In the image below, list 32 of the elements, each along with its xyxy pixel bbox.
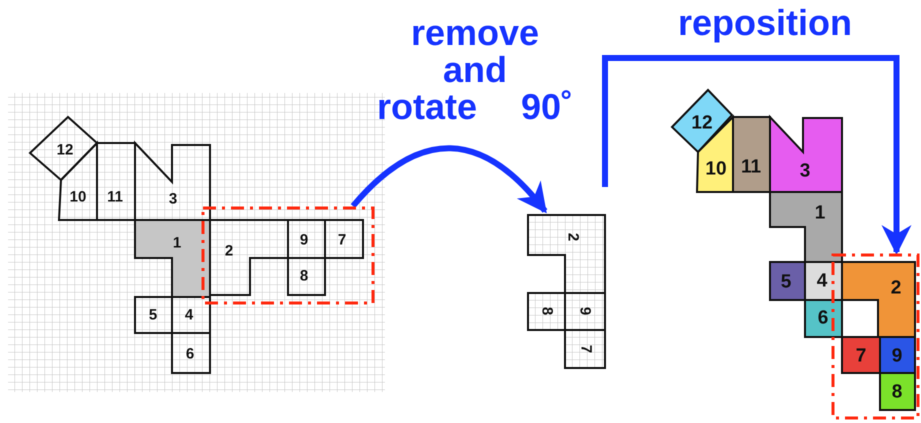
- piece-number: 12: [691, 114, 713, 132]
- piece-number: 5: [148, 308, 158, 322]
- piece-number: 7: [856, 346, 866, 366]
- edge-label: remove and rotate 90˚: [376, 14, 574, 125]
- piece-number: 7: [578, 344, 594, 354]
- piece-number: 11: [107, 190, 123, 204]
- piece-number: 8: [300, 268, 308, 284]
- edge-label: reposition: [676, 4, 853, 41]
- piece-number: 3: [800, 162, 810, 180]
- piece-number: 10: [705, 160, 727, 178]
- piece-number: 4: [184, 308, 194, 322]
- piece-number: 5: [780, 272, 792, 292]
- piece-number: 6: [818, 308, 828, 328]
- piece-number: 9: [578, 306, 592, 316]
- piece-number: 12: [56, 142, 74, 158]
- arrow: [602, 55, 912, 255]
- piece-number: 9: [300, 232, 308, 248]
- piece-number: 8: [540, 306, 554, 316]
- piece-number: 3: [168, 192, 178, 206]
- piece-number: 1: [814, 204, 826, 222]
- piece-number: 9: [892, 346, 902, 366]
- piece-number: 6: [186, 346, 194, 362]
- piece-number: 2: [890, 278, 902, 298]
- piece-number: 7: [338, 232, 346, 248]
- curved-arrow: [350, 145, 548, 214]
- piece-number: 11: [740, 158, 762, 176]
- piece-number: 2: [224, 244, 234, 258]
- piece-number: 4: [816, 272, 828, 290]
- piece-number: 2: [566, 232, 580, 242]
- piece-number: 8: [892, 382, 902, 402]
- piece-number: 1: [172, 236, 182, 250]
- piece-number: 10: [70, 190, 86, 204]
